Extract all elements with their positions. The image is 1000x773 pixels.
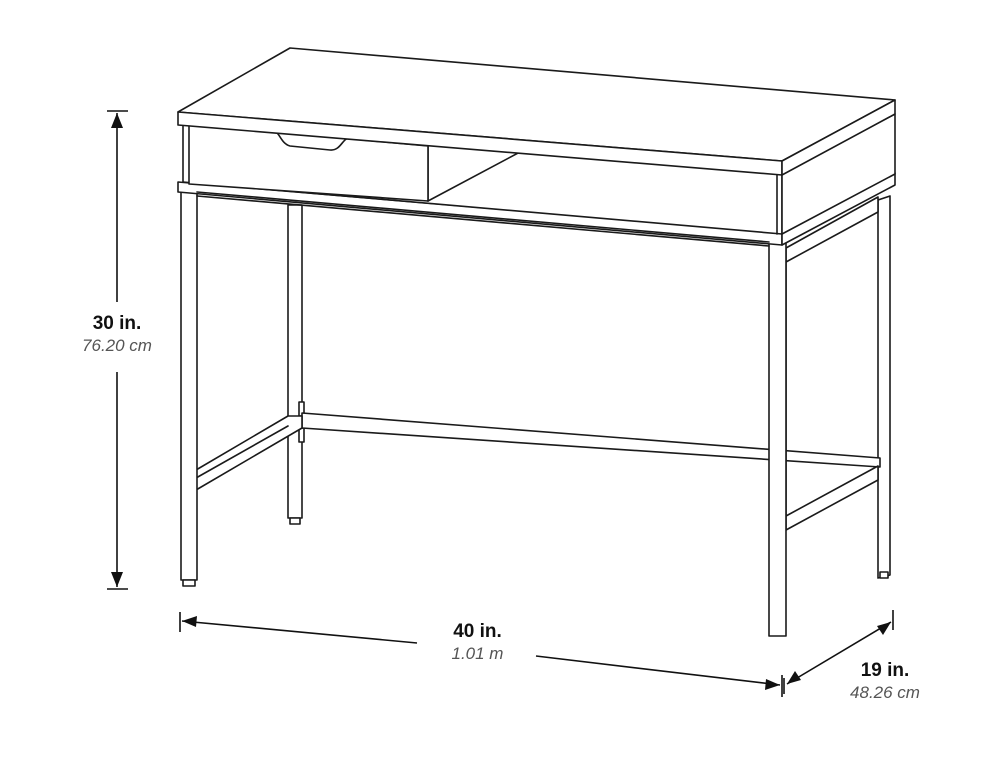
back-right-leg (877, 195, 891, 579)
desk-top (177, 47, 896, 176)
right-side-frame (785, 196, 879, 531)
back-left-leg (287, 204, 305, 525)
back-stretcher (301, 412, 881, 468)
depth-metric: 48.26 cm (850, 682, 920, 702)
height-metric: 76.20 cm (82, 335, 152, 355)
width-dimension-line (179, 612, 783, 697)
arrow-right-icon (765, 679, 780, 690)
arrow-down-left-icon (787, 671, 801, 684)
depth-label: 19 in. 48.26 cm (830, 660, 940, 703)
width-metric: 1.01 m (451, 643, 504, 663)
front-right-leg (768, 242, 787, 637)
height-label: 30 in. 76.20 cm (62, 313, 172, 356)
depth-dimension-line (783, 610, 894, 694)
height-dimension-line (107, 110, 128, 590)
width-label: 40 in. 1.01 m (420, 621, 535, 664)
depth-imperial: 19 in. (860, 660, 910, 681)
front-left-leg (180, 189, 198, 587)
arrow-up-right-icon (877, 622, 891, 635)
left-side-frame (195, 415, 303, 491)
arrow-left-icon (182, 616, 197, 627)
arrow-down-icon (111, 572, 123, 587)
height-imperial: 30 in. (92, 313, 142, 334)
arrow-up-icon (111, 113, 123, 128)
width-imperial: 40 in. (453, 621, 502, 642)
